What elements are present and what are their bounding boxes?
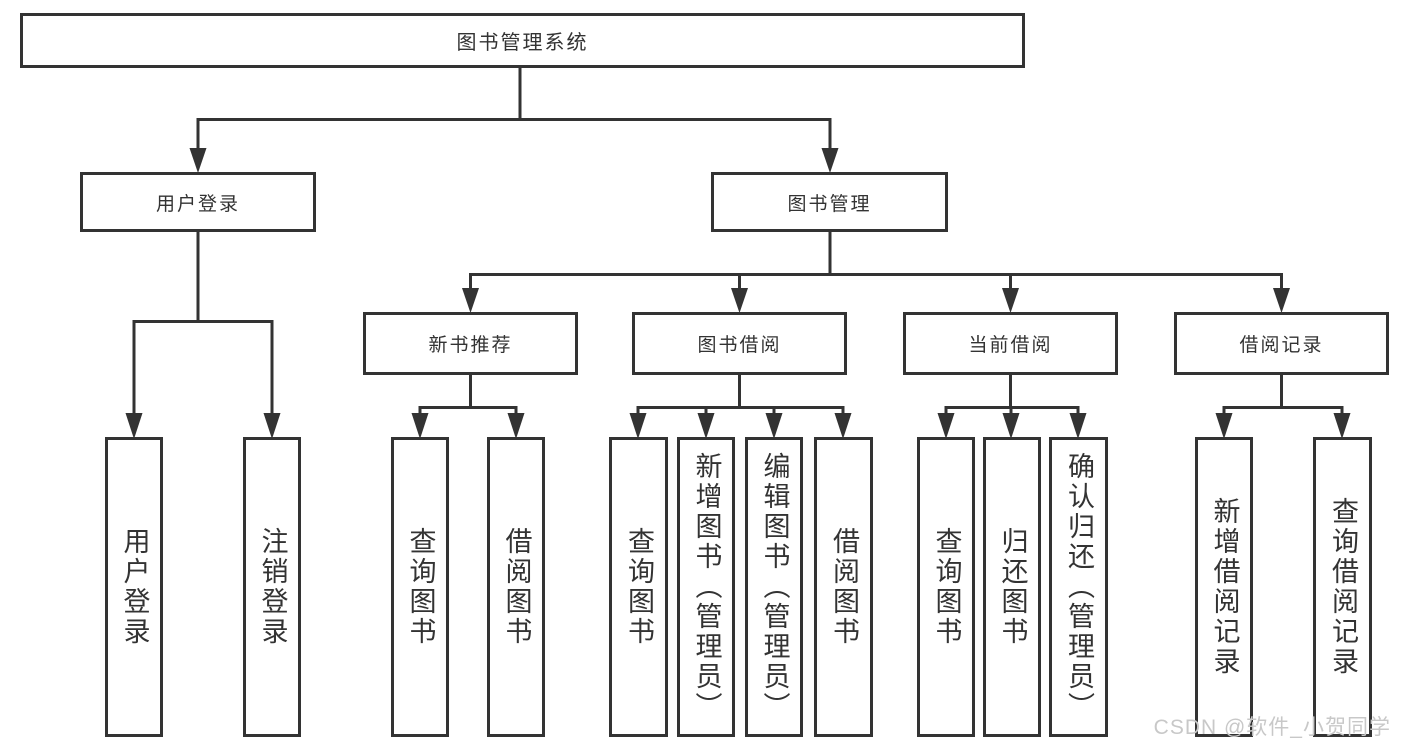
connector-current-borrow-branch — [937, 375, 1087, 439]
leaf-query-books-borrow: 查询图书 — [609, 437, 668, 737]
arrow-down-icon — [697, 413, 715, 439]
arrow-down-icon — [1333, 413, 1351, 439]
node-book-management: 图书管理 — [711, 172, 948, 232]
arrow-down-icon — [462, 288, 479, 313]
leaf-confirm-return-admin: 确认归还（管理员） — [1049, 437, 1108, 737]
leaf-query-books-current: 查询图书 — [917, 437, 975, 737]
arrow-down-icon — [125, 413, 143, 439]
watermark-text: CSDN @软件_小贺同学 — [1153, 716, 1391, 739]
connector-book-mgmt-branch — [462, 232, 1290, 313]
connector-root-to-level2 — [189, 66, 839, 173]
arrow-down-icon — [411, 413, 429, 439]
leaf-query-borrow-record: 查询借阅记录 — [1313, 437, 1372, 737]
arrow-down-icon — [1002, 413, 1020, 439]
arrow-down-icon — [507, 413, 525, 439]
arrow-down-icon — [263, 413, 281, 439]
node-new-book-recommendation: 新书推荐 — [363, 312, 578, 375]
node-book-borrowing: 图书借阅 — [632, 312, 847, 375]
arrow-down-icon — [821, 148, 839, 173]
arrow-down-icon — [937, 413, 955, 439]
leaf-borrow-books: 借阅图书 — [814, 437, 873, 737]
connector-new-book-branch — [411, 375, 525, 439]
leaf-user-login: 用户登录 — [105, 437, 163, 737]
leaf-query-books-recommend: 查询图书 — [391, 437, 449, 737]
arrow-down-icon — [765, 413, 783, 439]
arrow-down-icon — [834, 413, 852, 439]
connector-borrow-records-branch — [1215, 375, 1351, 439]
arrow-down-icon — [1273, 288, 1290, 313]
arrow-down-icon — [189, 148, 207, 173]
arrow-down-icon — [629, 413, 647, 439]
node-library-management-system: 图书管理系统 — [20, 13, 1025, 68]
node-user-login: 用户登录 — [80, 172, 316, 232]
arrow-down-icon — [1069, 413, 1087, 439]
leaf-borrow-books-recommend: 借阅图书 — [487, 437, 545, 737]
connector-user-login-branch — [125, 230, 281, 439]
leaf-add-books-admin: 新增图书（管理员） — [677, 437, 735, 737]
node-current-borrowing: 当前借阅 — [903, 312, 1118, 375]
arrow-down-icon — [1215, 413, 1233, 439]
connector-book-borrow-branch — [629, 375, 852, 439]
leaf-return-books: 归还图书 — [983, 437, 1041, 737]
leaf-edit-books-admin: 编辑图书（管理员） — [745, 437, 803, 737]
leaf-logout: 注销登录 — [243, 437, 301, 737]
arrow-down-icon — [1002, 288, 1019, 313]
leaf-add-borrow-record: 新增借阅记录 — [1195, 437, 1253, 737]
node-borrowing-records: 借阅记录 — [1174, 312, 1389, 375]
arrow-down-icon — [731, 288, 748, 313]
